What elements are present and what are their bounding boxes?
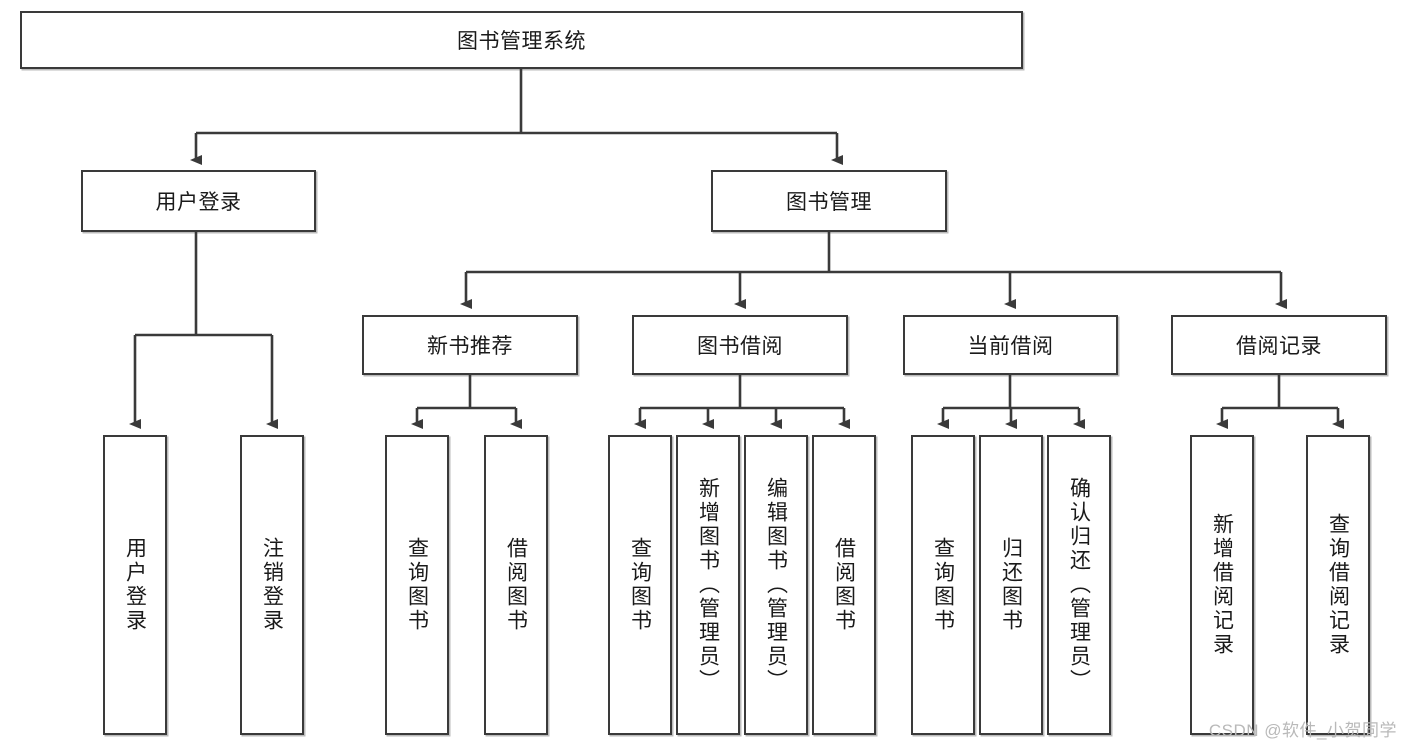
node-root[interactable]: 图书管理系统 — [20, 11, 1023, 69]
leaf-query-record-label: 查询借阅记录 — [1326, 513, 1350, 657]
node-book-borrow[interactable]: 图书借阅 — [632, 315, 848, 375]
node-user-login[interactable]: 用户登录 — [81, 170, 316, 232]
leaf-return-book[interactable]: 归还图书 — [979, 435, 1043, 735]
leaf-confirm-return-label: 确认归还（管理员） — [1067, 477, 1091, 693]
leaf-query-book-3-label: 查询图书 — [931, 537, 955, 633]
leaf-query-book-3[interactable]: 查询图书 — [911, 435, 975, 735]
node-book-borrow-label: 图书借阅 — [697, 335, 783, 358]
leaf-query-book-2-label: 查询图书 — [628, 537, 652, 633]
leaf-borrow-book-2-label: 借阅图书 — [832, 537, 856, 633]
node-user-login-label: 用户登录 — [155, 191, 242, 214]
leaf-query-book-1[interactable]: 查询图书 — [385, 435, 449, 735]
node-book-manage[interactable]: 图书管理 — [711, 170, 947, 232]
leaf-user-login[interactable]: 用户登录 — [103, 435, 167, 735]
node-borrow-record-label: 借阅记录 — [1236, 335, 1322, 358]
node-borrow-record[interactable]: 借阅记录 — [1171, 315, 1387, 375]
node-new-book-rec[interactable]: 新书推荐 — [362, 315, 578, 375]
leaf-add-record[interactable]: 新增借阅记录 — [1190, 435, 1254, 735]
node-book-manage-label: 图书管理 — [786, 191, 872, 214]
leaf-query-book-2[interactable]: 查询图书 — [608, 435, 672, 735]
leaf-borrow-book-2[interactable]: 借阅图书 — [812, 435, 876, 735]
node-current-borrow-label: 当前借阅 — [967, 335, 1054, 358]
leaf-query-record[interactable]: 查询借阅记录 — [1306, 435, 1370, 735]
leaf-logout-login[interactable]: 注销登录 — [240, 435, 304, 735]
node-root-label: 图书管理系统 — [457, 30, 586, 53]
leaf-query-book-1-label: 查询图书 — [405, 537, 429, 633]
node-current-borrow[interactable]: 当前借阅 — [903, 315, 1118, 375]
leaf-confirm-return[interactable]: 确认归还（管理员） — [1047, 435, 1111, 735]
leaf-add-book-label: 新增图书（管理员） — [696, 477, 720, 693]
leaf-return-book-label: 归还图书 — [999, 537, 1023, 633]
node-new-book-rec-label: 新书推荐 — [427, 335, 513, 358]
leaf-user-login-label: 用户登录 — [123, 537, 147, 633]
leaf-add-record-label: 新增借阅记录 — [1210, 513, 1234, 657]
leaf-edit-book-label: 编辑图书（管理员） — [764, 477, 788, 693]
leaf-edit-book[interactable]: 编辑图书（管理员） — [744, 435, 808, 735]
leaf-borrow-book-1[interactable]: 借阅图书 — [484, 435, 548, 735]
leaf-borrow-book-1-label: 借阅图书 — [504, 537, 528, 633]
leaf-add-book[interactable]: 新增图书（管理员） — [676, 435, 740, 735]
leaf-logout-login-label: 注销登录 — [260, 537, 284, 633]
csdn-watermark: CSDN @软件_小贺同学 — [1208, 721, 1397, 740]
